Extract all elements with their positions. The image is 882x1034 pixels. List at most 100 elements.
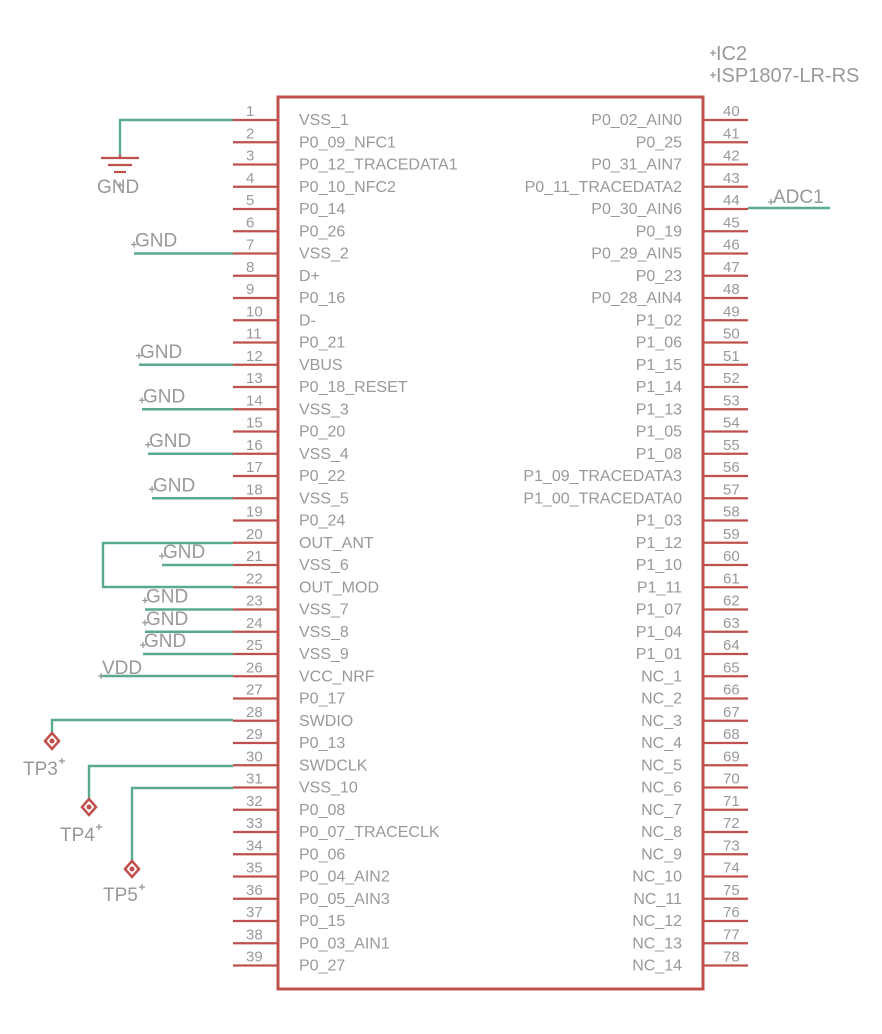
gnd-net-pin1: GND: [97, 118, 233, 198]
pin-number: 12: [246, 348, 263, 365]
pin-number: 47: [723, 259, 740, 276]
test-point-tp4[interactable]: TP4: [60, 797, 102, 846]
pin-8[interactable]: 8D+: [233, 259, 320, 285]
pin-name: P0_28_AIN4: [591, 290, 682, 307]
test-point-tp5[interactable]: TP5: [103, 859, 145, 906]
pin-name: SWDCLK: [299, 757, 368, 774]
pin-10[interactable]: 10D-: [233, 303, 316, 329]
tp4-diamond-icon: [80, 797, 98, 817]
pin-number: 27: [246, 682, 263, 699]
pin-6[interactable]: 6P0_26: [233, 214, 345, 240]
pin-name: NC_12: [632, 913, 682, 930]
test-point-tp3[interactable]: TP3: [23, 731, 65, 780]
pin-name: P1_09_TRACEDATA3: [523, 468, 682, 485]
pin-2[interactable]: 2P0_09_NFC1: [233, 125, 396, 151]
pin-name: OUT_ANT: [299, 535, 374, 552]
antenna-loop: [101, 541, 233, 589]
pin-name: NC_2: [641, 691, 682, 708]
pin-name: P1_12: [636, 535, 682, 552]
pin-9[interactable]: 9P0_16: [233, 281, 345, 307]
pin-3[interactable]: 3P0_12_TRACEDATA1: [233, 148, 458, 174]
pin-4[interactable]: 4P0_10_NFC2: [233, 170, 396, 196]
pin-number: 55: [723, 437, 740, 454]
pin-number: 29: [246, 726, 263, 743]
tp4-label: TP4: [60, 825, 95, 846]
pin-5[interactable]: 5P0_14: [233, 192, 345, 218]
gnd-label: GND: [140, 342, 182, 363]
pin-name: NC_1: [641, 668, 682, 685]
gnd-net-label: GND: [139, 386, 233, 411]
